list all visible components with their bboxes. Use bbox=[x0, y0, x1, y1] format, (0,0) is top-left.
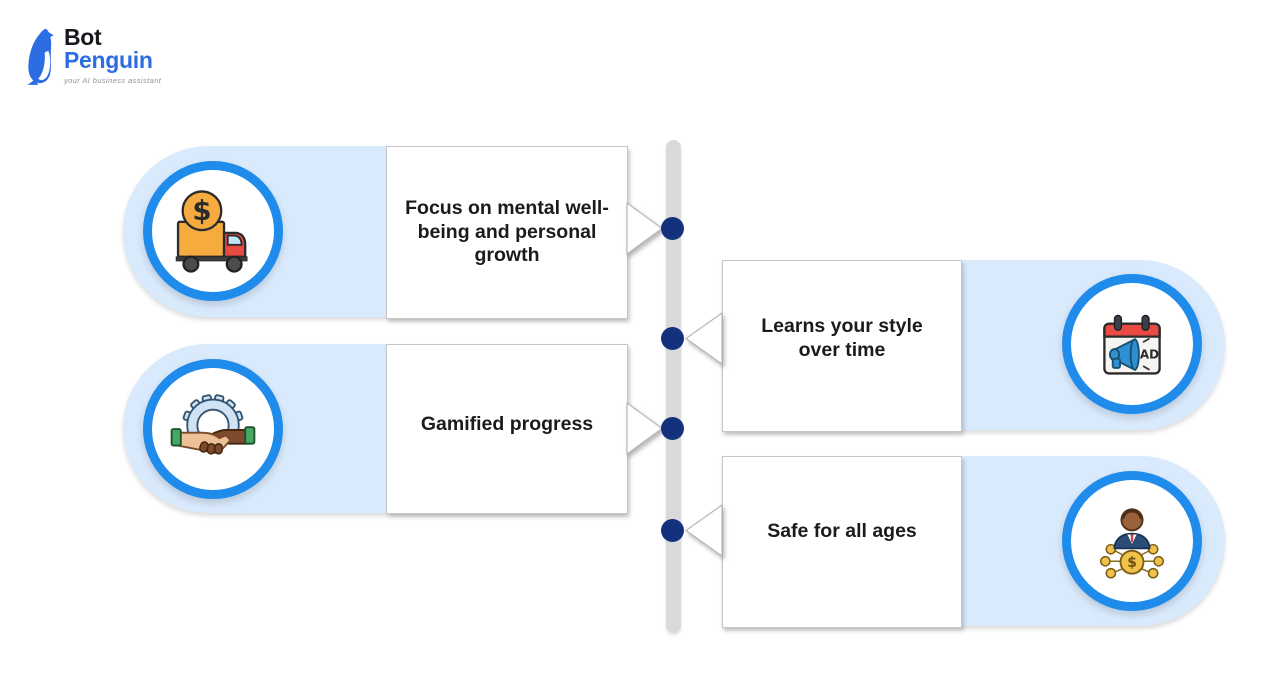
feature-textbox: Safe for all ages bbox=[722, 456, 962, 628]
feature-icon-badge: $ bbox=[143, 161, 283, 301]
feature-icon-badge: $ bbox=[1062, 471, 1202, 611]
feature-icon-badge: AD bbox=[1062, 274, 1202, 414]
svg-text:AD: AD bbox=[1140, 348, 1159, 362]
feature-textbox: Focus on mental well-being and personal … bbox=[386, 146, 628, 319]
feature-label: Gamified progress bbox=[420, 413, 594, 436]
connector-left-top bbox=[626, 201, 664, 256]
connector-left-bottom bbox=[626, 401, 664, 456]
logo-brand-bottom: Penguin bbox=[64, 47, 153, 73]
feature-label: Learns your style over time bbox=[761, 315, 923, 361]
timeline-bar bbox=[666, 140, 681, 633]
feature-label: Safe for all ages bbox=[767, 520, 917, 543]
timeline-dot-1 bbox=[661, 217, 684, 240]
timeline-dot-4 bbox=[661, 519, 684, 542]
feature-icon-badge bbox=[143, 359, 283, 499]
feature-label: Focus on mental well-being and personal … bbox=[405, 196, 609, 267]
connector-right-bottom bbox=[684, 503, 723, 558]
penguin-logo-icon bbox=[27, 28, 54, 85]
timeline-dot-3 bbox=[661, 417, 684, 440]
svg-text:$: $ bbox=[192, 194, 211, 227]
handshake-gear-icon bbox=[170, 394, 256, 455]
timeline-dot-2 bbox=[661, 327, 684, 350]
person-network-icon: $ bbox=[1099, 508, 1165, 579]
connector-right-top bbox=[684, 311, 723, 366]
feature-textbox: Gamified progress bbox=[386, 344, 628, 514]
svg-text:$: $ bbox=[1127, 555, 1137, 571]
logo-brand-top: Bot bbox=[64, 24, 102, 50]
botpenguin-logo: Bot Penguin your AI business assistant bbox=[24, 26, 161, 88]
calendar-ad-icon: AD bbox=[1103, 314, 1161, 375]
feature-textbox: Learns your style over time bbox=[722, 260, 962, 432]
logo-tagline: your AI business assistant bbox=[64, 76, 162, 85]
logo-text: Bot Penguin your AI business assistant bbox=[64, 24, 162, 86]
money-truck-icon: $ bbox=[175, 190, 248, 273]
